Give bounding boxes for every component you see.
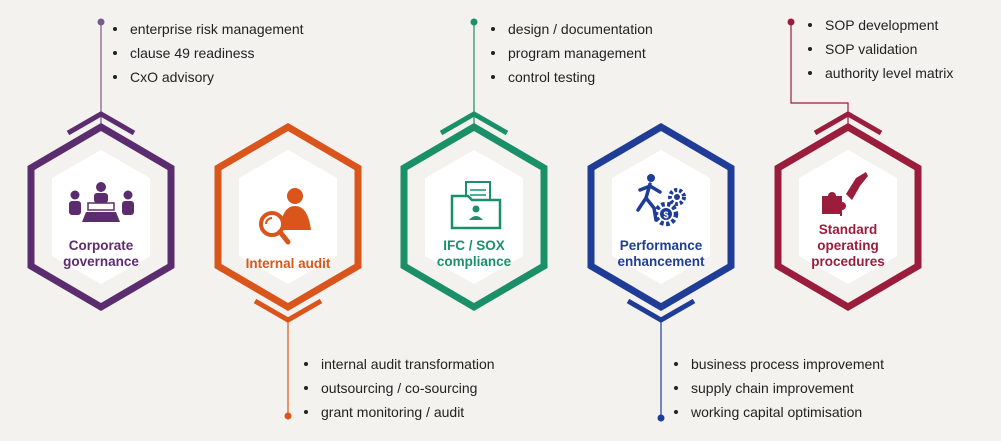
- hexagon-sop: [774, 111, 922, 312]
- bullet-item: SOP validation: [805, 37, 953, 61]
- bullet-item: supply chain improvement: [671, 376, 884, 400]
- connector-corporate-governance: [97, 18, 105, 128]
- bullets-performance: business process improvement supply chai…: [671, 352, 884, 424]
- hexagon-ifc-sox: [400, 111, 548, 312]
- hexagon-internal-audit: [214, 122, 362, 323]
- bullet-item: working capital optimisation: [671, 400, 884, 424]
- label-sop: Standard operating procedures: [811, 222, 885, 269]
- connector-dot: [284, 412, 292, 420]
- bullets-internal-audit: internal audit transformation outsourcin…: [301, 352, 495, 424]
- puzzle-hand-icon: [822, 172, 868, 218]
- meeting-people-icon: [69, 182, 134, 222]
- bullet-item: business process improvement: [671, 352, 884, 376]
- bullets-sop: SOP development SOP validation authority…: [805, 13, 953, 85]
- label-corporate-governance: Corporate governance: [63, 238, 139, 269]
- connector-ifc-sox: [470, 18, 478, 128]
- document-folder-icon: [450, 181, 502, 230]
- label-performance: Performance enhancement: [617, 238, 705, 269]
- bullet-item: SOP development: [805, 13, 953, 37]
- svg-text:$: $: [663, 210, 668, 220]
- bullet-item: design / documentation: [488, 17, 653, 41]
- bullet-item: CxO advisory: [110, 65, 304, 89]
- bullet-item: clause 49 readiness: [110, 41, 304, 65]
- bullet-item: internal audit transformation: [301, 352, 495, 376]
- hexagon-performance: $: [587, 122, 735, 323]
- magnifier-person-icon: [259, 188, 311, 245]
- bullet-item: authority level matrix: [805, 61, 953, 85]
- bullet-item: enterprise risk management: [110, 17, 304, 41]
- hexagon-corporate-governance: [27, 111, 175, 312]
- bullet-item: program management: [488, 41, 653, 65]
- connector-performance: [657, 318, 665, 422]
- runner-gears-icon: $: [636, 174, 686, 227]
- bullets-ifc-sox: design / documentation program managemen…: [488, 17, 653, 89]
- bullets-corporate-governance: enterprise risk management clause 49 rea…: [110, 17, 304, 89]
- connector-dot: [787, 18, 795, 26]
- connector-internal-audit: [284, 318, 292, 420]
- bullet-item: outsourcing / co-sourcing: [301, 376, 495, 400]
- bullet-item: control testing: [488, 65, 653, 89]
- connector-dot: [657, 414, 665, 422]
- connector-dot: [97, 18, 105, 26]
- bullet-item: grant monitoring / audit: [301, 400, 495, 424]
- label-internal-audit: Internal audit: [245, 256, 331, 271]
- label-ifc-sox: IFC / SOX compliance: [436, 238, 512, 269]
- connector-dot: [470, 18, 478, 26]
